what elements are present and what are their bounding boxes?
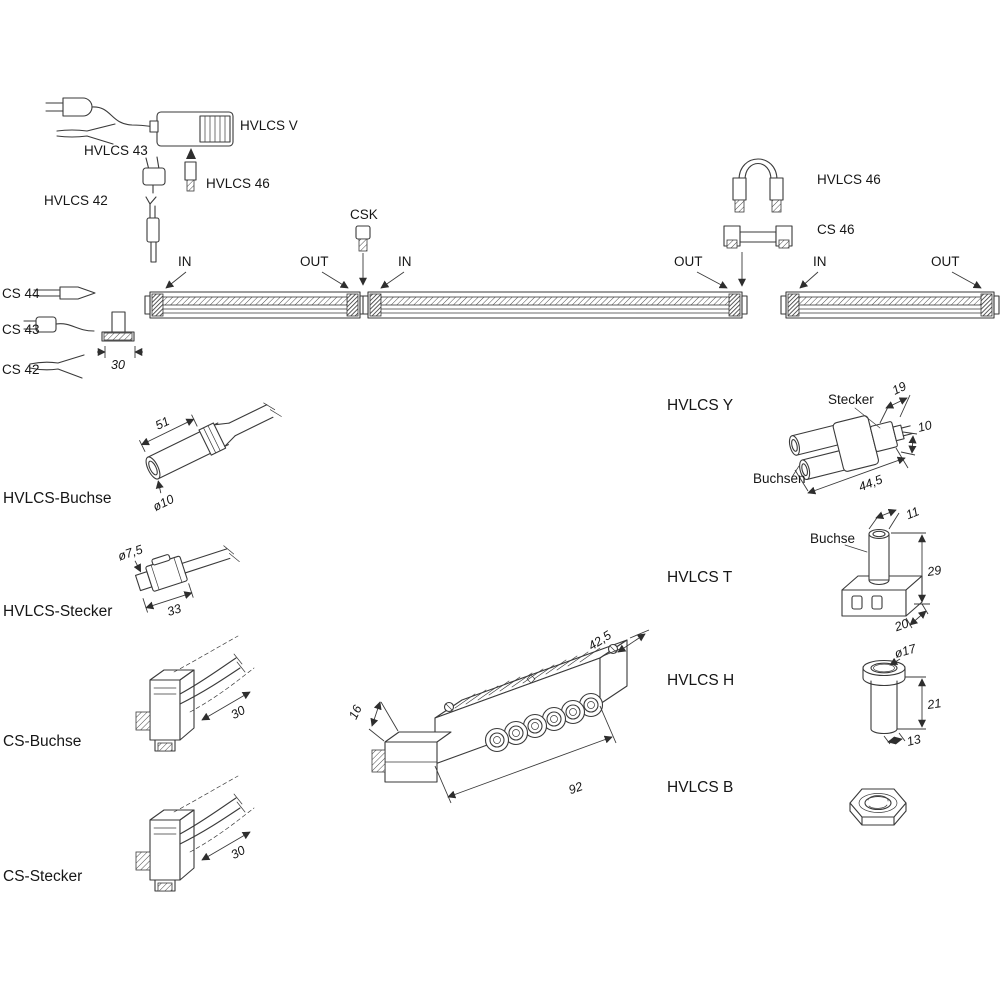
cs-buchse-drawing: 30 (136, 636, 254, 751)
hvlcs42-label: HVLCS 42 (44, 193, 108, 208)
distributor-dim-length: 92 (567, 779, 585, 797)
in-arrow-2 (380, 271, 405, 289)
hvlcs-stecker-dim-dia: ø7,5 (116, 542, 144, 563)
hvlcs-h-dim-a: ø17 (893, 641, 919, 661)
cs46-label: CS 46 (817, 222, 855, 237)
in-label-2: IN (398, 254, 412, 269)
hvlcs-buchse-name: HVLCS-Buchse (3, 490, 112, 507)
cs42-drawing (29, 354, 85, 379)
light-bar-2 (362, 291, 748, 319)
hvlcs-h-name: HVLCS H (667, 672, 734, 689)
hvlcs-t-name: HVLCS T (667, 569, 733, 586)
out-label-3: OUT (931, 254, 960, 269)
hvlcs42-wire-drawing (145, 196, 160, 263)
dim-30-side-text: 30 (111, 358, 125, 372)
cs-stecker-drawing: 30 (136, 776, 254, 891)
in-label-3: IN (813, 254, 827, 269)
hvlcs-stecker-name: HVLCS-Stecker (3, 603, 112, 620)
in-label-1: IN (178, 254, 192, 269)
cs-stecker-dim-length: 30 (229, 843, 248, 862)
light-bar-3 (780, 291, 1000, 319)
hvlcs-stecker-dim-length: 33 (165, 601, 183, 619)
hvlcs-h-dim-b: 21 (925, 696, 942, 712)
hvlcs-t-drawing: 11 29 20 (841, 504, 942, 635)
hvlcs-t-socket-label: Buchse (810, 531, 855, 546)
hvlcs-buchse-dim-dia: ø10 (151, 492, 177, 514)
driver-drawing (149, 111, 234, 159)
hvlcs-y-drawing: 19 10 44,5 (788, 379, 933, 495)
hvlcs-stecker-drawing: ø7,5 33 (116, 542, 240, 619)
hvlcs-b-name: HVLCS B (667, 779, 733, 796)
hvlcs-t-dim-c: 20 (892, 616, 911, 634)
hvlcs-buchse-drawing: 51 ø10 (139, 402, 282, 514)
cs43-label: CS 43 (2, 322, 40, 337)
hvlcs46-label: HVLCS 46 (206, 176, 270, 191)
jumper-label: HVLCS 46 (817, 172, 881, 187)
hvlcs-y-name: HVLCS Y (667, 397, 733, 414)
out-arrow-2 (696, 271, 728, 289)
distributor-drawing: 42,5 16 92 (346, 628, 650, 804)
hvlcs-t-dim-b: 29 (925, 563, 942, 579)
in-arrow-3 (799, 271, 819, 289)
out-arrow-1 (321, 271, 349, 289)
hvlcs-buchse-dim-length: 51 (153, 414, 172, 433)
csk-label: CSK (350, 207, 378, 222)
distributor-dim-height: 16 (346, 703, 365, 722)
out-label-1: OUT (300, 254, 329, 269)
driver-label: HVLCS V (240, 118, 298, 133)
hvlcs43-label: HVLCS 43 (84, 143, 148, 158)
hvlcs-y-plug-label: Stecker (828, 392, 874, 407)
cs42-label: CS 42 (2, 362, 40, 377)
cs46-bracket-drawing (723, 225, 793, 287)
mains-plug-drawing (45, 97, 157, 128)
hvlcs-y-dim-a: 19 (890, 379, 909, 398)
cs44-label: CS 44 (2, 286, 40, 301)
hvlcs-y-dim-c: 44,5 (857, 472, 885, 494)
small-plug-drawing (142, 156, 166, 194)
hvlcs-h-drawing: ø17 21 13 (862, 641, 942, 749)
cs-stecker-name: CS-Stecker (3, 868, 82, 885)
in-arrow-1 (165, 271, 187, 289)
hvlcs-y-dim-b: 10 (916, 418, 933, 435)
insert-arrow-icon (186, 148, 196, 159)
hvlcs-h-dim-c: 13 (905, 732, 922, 749)
jumper-cable-drawing (732, 158, 784, 213)
cs-buchse-name: CS-Buchse (3, 733, 81, 750)
hvlcs-t-dim-a: 11 (904, 504, 921, 522)
cs43-drawing (23, 311, 135, 342)
cs-buchse-dim-length: 30 (229, 703, 248, 722)
twin-wire-drawing (56, 123, 116, 145)
cs44-drawing (33, 286, 96, 300)
dim-30-side (97, 346, 143, 358)
csk-drawing (355, 225, 371, 286)
hvlcs-y-sockets-label: Buchsen (753, 471, 806, 486)
hvlcs-b-drawing (849, 788, 907, 826)
light-bar-1 (144, 291, 366, 319)
out-arrow-3 (951, 271, 982, 289)
out-label-2: OUT (674, 254, 703, 269)
hvlcs46-connector-drawing (184, 161, 197, 192)
